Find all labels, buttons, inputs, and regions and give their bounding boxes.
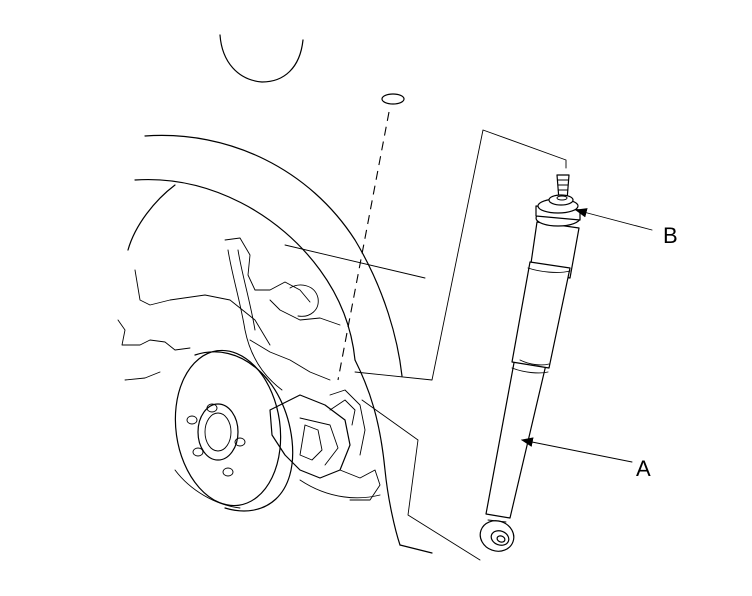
shock-absorber bbox=[479, 174, 580, 552]
self-locking-nut bbox=[535, 194, 581, 227]
callout-leader-a bbox=[520, 437, 633, 463]
brake-disc-hub bbox=[174, 349, 381, 512]
o-ring bbox=[381, 93, 405, 105]
callout-label-b: B bbox=[663, 223, 678, 248]
install-centerline bbox=[337, 111, 390, 381]
exploded-view-bracket bbox=[354, 129, 567, 561]
suspension-knuckle bbox=[117, 237, 341, 391]
vehicle-body-outline bbox=[127, 34, 433, 554]
callout-leader-b bbox=[574, 208, 653, 231]
callout-label-a: A bbox=[636, 456, 651, 481]
brake-caliper bbox=[269, 389, 381, 501]
